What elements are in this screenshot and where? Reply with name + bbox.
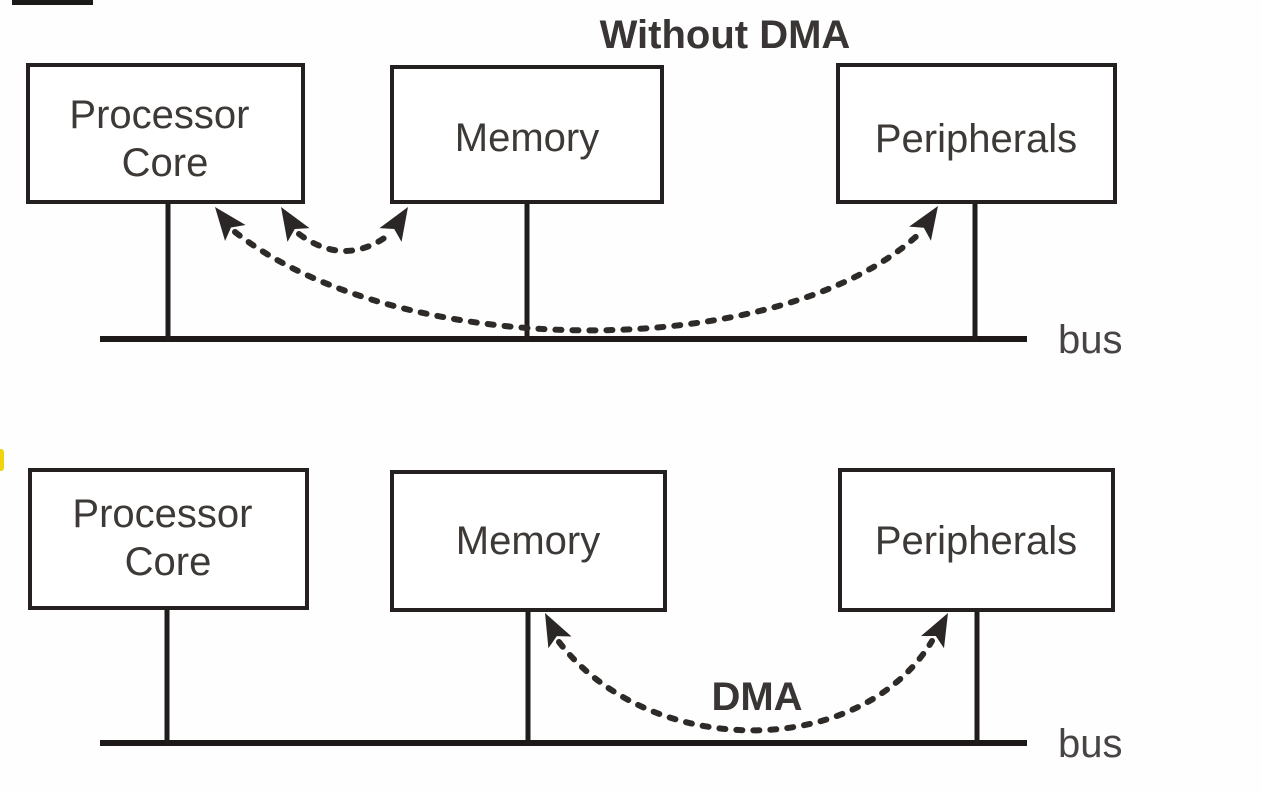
peripherals-label-bottom: Peripherals xyxy=(875,519,1077,563)
scan-artifact-yellow-mark xyxy=(0,449,4,471)
dma-arc xyxy=(556,638,935,734)
memory-box xyxy=(390,65,664,204)
memory-node-bottom: Memory xyxy=(390,470,667,612)
scan-artifact-top-bar xyxy=(12,0,93,5)
arrow-dma-memory-peripherals: DMA xyxy=(545,613,948,734)
memory-label-bottom: Memory xyxy=(456,519,600,563)
peripherals-node: Peripherals xyxy=(836,63,1117,204)
bus-label-bottom: bus xyxy=(1058,722,1123,766)
arrow-memory-processor-arc xyxy=(296,231,393,254)
processor-core-node: Processor Core xyxy=(26,63,305,204)
arrowhead-at-memory-bottom xyxy=(545,613,572,649)
processor-core-box-bottom xyxy=(28,468,309,610)
diagram-without-dma: Without DMA bus Processor Core Memory Pe… xyxy=(26,13,1123,362)
memory-label: Memory xyxy=(455,116,599,160)
diagram-with-dma: bus Processor Core Memory Peripherals DM… xyxy=(28,468,1123,766)
arrow-peripherals-to-processor xyxy=(215,206,938,334)
processor-core-node-bottom: Processor Core xyxy=(28,468,309,610)
memory-node: Memory xyxy=(390,65,664,204)
memory-box-bottom xyxy=(390,470,667,612)
peripherals-box-bottom xyxy=(838,468,1115,612)
dma-label: DMA xyxy=(711,675,802,719)
processor-core-label-line2: Core xyxy=(122,141,209,185)
arrowhead-at-peripherals-bottom xyxy=(921,613,948,649)
bus-label: bus xyxy=(1058,318,1123,362)
peripherals-label: Peripherals xyxy=(875,117,1077,161)
arrow-memory-to-processor xyxy=(281,207,408,254)
processor-core-label-bottom-line2: Core xyxy=(125,540,212,584)
processor-core-label: Processor Core xyxy=(69,93,260,185)
processor-core-box xyxy=(26,63,305,204)
arrowhead-at-processor-long xyxy=(215,207,246,242)
diagram-title: Without DMA xyxy=(600,13,851,57)
arrowhead-at-memory xyxy=(379,207,408,242)
processor-core-label-line1: Processor xyxy=(69,93,249,137)
arrowhead-at-peripherals xyxy=(909,206,938,241)
peripherals-box xyxy=(836,63,1117,204)
arrow-peripherals-processor-arc xyxy=(232,229,923,334)
processor-core-label-bottom-line1: Processor xyxy=(72,492,252,536)
peripherals-node-bottom: Peripherals xyxy=(838,468,1115,612)
processor-core-label-bottom: Processor Core xyxy=(72,492,263,584)
arrowhead-at-processor-short xyxy=(281,207,310,242)
